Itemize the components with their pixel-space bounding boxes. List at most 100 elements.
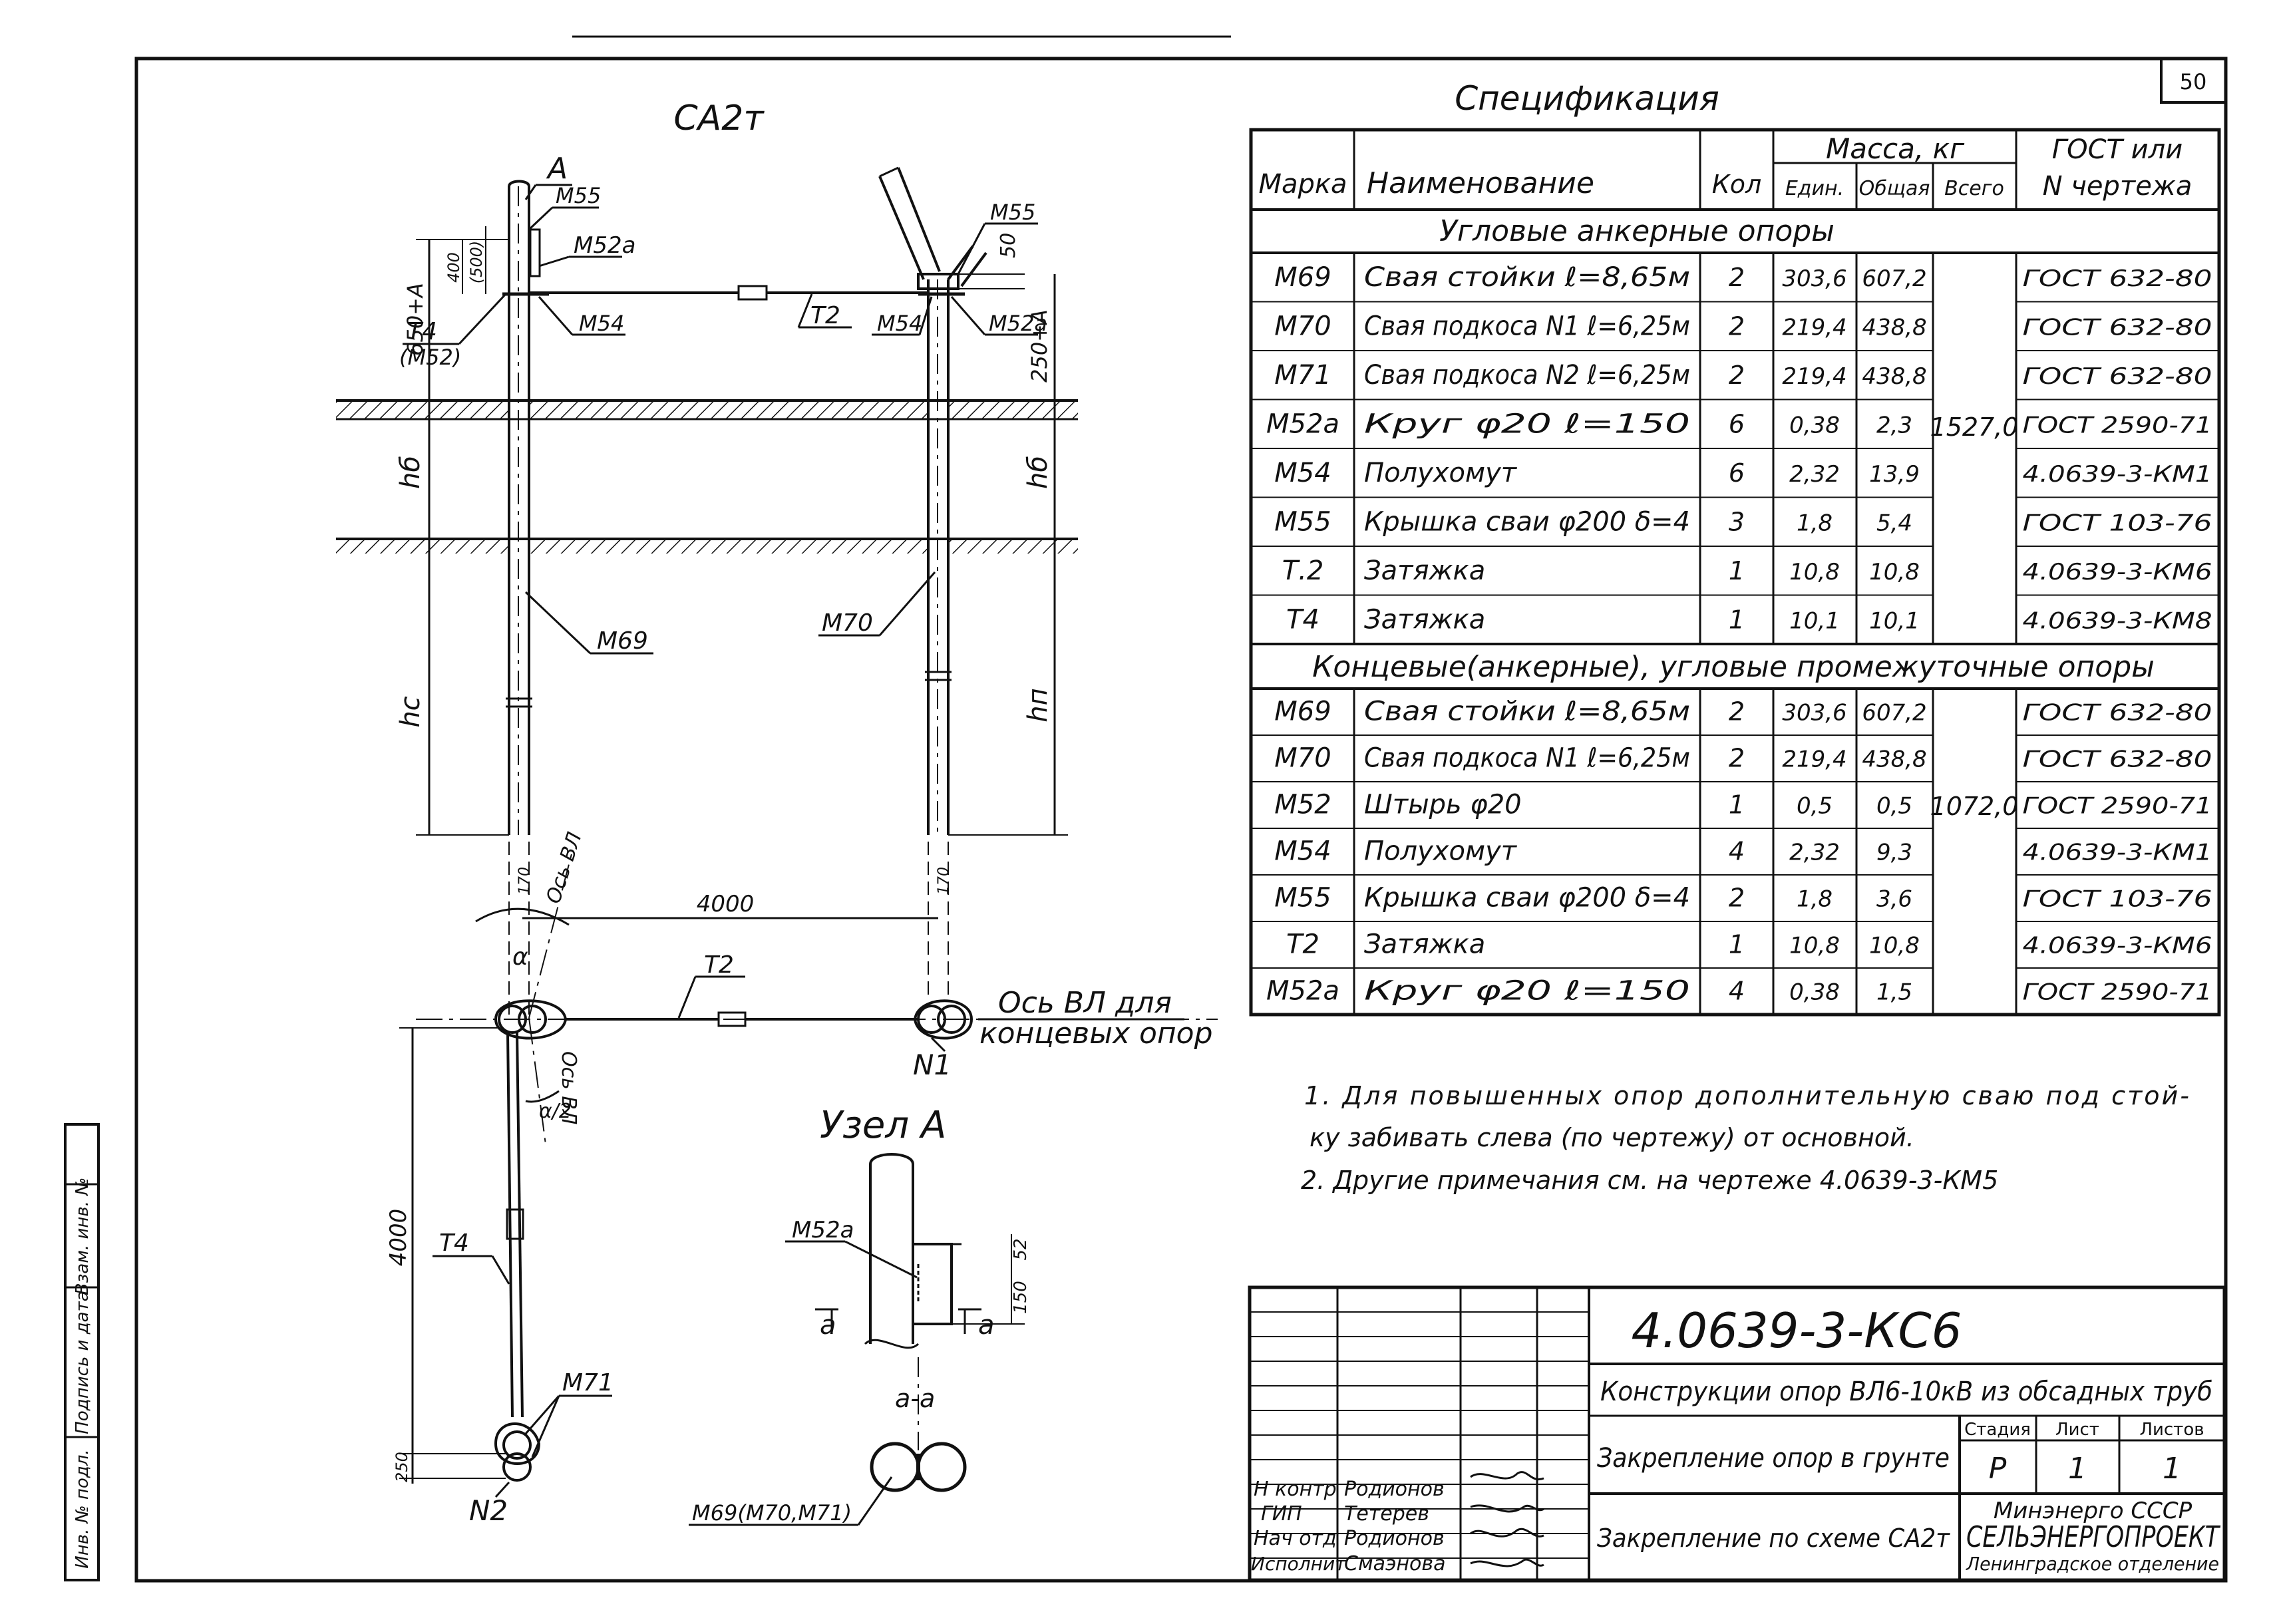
cell-gost: 4.0639-3-КМ8 xyxy=(2023,607,2212,634)
label-T2-elev: Т2 xyxy=(810,302,840,329)
stamp-sign-label: Подпись и дата xyxy=(73,1291,92,1434)
hdr-all: Всего xyxy=(1944,177,2004,200)
cell-total: 13,9 xyxy=(1869,461,1920,488)
node-cut-left: а xyxy=(820,1310,836,1341)
cell-total: 438,8 xyxy=(1862,746,1926,773)
tb-sheets-header: Листов xyxy=(2139,1420,2204,1440)
node-A-detail: Узел А М52а а а 52 150 а-а М69(М70,М71) xyxy=(689,1104,1031,1526)
cell-gost: ГОСТ 103-76 xyxy=(2023,886,2212,913)
dim-400: 400 xyxy=(444,252,463,283)
cell-total: 10,1 xyxy=(1869,607,1920,634)
cell-mark: Т2 xyxy=(1286,929,1319,960)
group-1-sum: 1527,0 xyxy=(1930,412,2019,442)
cell-gost: ГОСТ 632-80 xyxy=(2023,700,2212,727)
label-N1: N1 xyxy=(913,1049,952,1081)
label-M71: М71 xyxy=(562,1369,614,1396)
cell-name: Затяжка xyxy=(1364,929,1485,960)
cell-gost: ГОСТ 2590-71 xyxy=(2023,979,2212,1006)
tb-stage: Р xyxy=(1989,1452,2007,1486)
note-line-3: 2. Другие примечания см. на чертеже 4.06… xyxy=(1301,1166,1998,1195)
cell-gost: 4.0639-3-КМ1 xyxy=(2023,461,2212,488)
dim-hp: hп xyxy=(1023,688,1053,723)
tb-org-1: Минэнерго СССР xyxy=(1994,1498,2192,1524)
cell-name: Свая подкоса N1 ℓ=6,25м xyxy=(1364,743,1690,774)
cell-mark: М54 xyxy=(1274,458,1331,488)
cell-gost: ГОСТ 632-80 xyxy=(2023,363,2212,390)
label-M55-right: М55 xyxy=(990,200,1035,225)
dim-hb-left: hб xyxy=(395,456,426,489)
elevation-drawing: СА2т А М55 М52а М54 Т4 (М52) xyxy=(336,98,1078,836)
cell-qty: 2 xyxy=(1729,744,1745,773)
hdr-qty: Кол xyxy=(1712,170,1762,199)
plan-drawing: 4000 170 170 Ось ВЛ Ось ВЛ α α/2 Т2 Ось … xyxy=(385,830,1218,1527)
cell-total: 607,2 xyxy=(1862,700,1926,727)
cell-total: 3,6 xyxy=(1876,886,1912,913)
cell-qty: 4 xyxy=(1729,977,1745,1006)
cell-unit: 219,4 xyxy=(1782,314,1846,341)
label-alpha: α xyxy=(512,943,528,971)
dim-4000-vertical: 4000 xyxy=(385,1209,412,1267)
cell-unit: 10,8 xyxy=(1789,933,1840,959)
label-N2: N2 xyxy=(469,1494,508,1527)
cell-unit: 0,38 xyxy=(1789,979,1840,1006)
cell-name: Затяжка xyxy=(1364,556,1485,586)
node-label-M69b: М69(М70,М71) xyxy=(692,1500,852,1526)
sheet-frame: 50 xyxy=(134,35,2228,1583)
cell-name: Затяжка xyxy=(1364,604,1485,635)
label-M54-left: М54 xyxy=(579,311,624,336)
cell-mark: М52 xyxy=(1274,790,1331,820)
label-T4-top: Т4 xyxy=(407,318,437,345)
stamp-replace-label: Взам. инв. № xyxy=(73,1178,92,1295)
drawing-title: СА2т xyxy=(673,98,765,138)
node-cut-right: а xyxy=(978,1310,995,1341)
cell-mark: М52а xyxy=(1266,976,1339,1007)
label-M52a-right: М52а xyxy=(989,311,1047,336)
hdr-gost-1: ГОСТ или xyxy=(2052,134,2183,165)
cell-unit: 219,4 xyxy=(1782,363,1846,390)
tb-project: Конструкции опор ВЛ6-10кВ из обсадных тр… xyxy=(1600,1377,2212,1407)
sheet-number: 50 xyxy=(2180,69,2207,94)
cell-unit: 2,32 xyxy=(1789,461,1840,488)
tb-subject: Закрепление опор в грунте xyxy=(1597,1443,1950,1474)
cell-mark: М55 xyxy=(1274,506,1331,537)
label-M70-elev: М70 xyxy=(822,609,873,637)
notes: 1. Для повышенных опор дополнительную св… xyxy=(1301,1081,2189,1195)
dim-250: 250 xyxy=(393,1452,411,1482)
tb-sheet: 1 xyxy=(2068,1452,2087,1486)
cell-gost: 4.0639-3-КМ6 xyxy=(2023,559,2212,585)
dim-170-left: 170 xyxy=(516,867,533,895)
cell-unit: 219,4 xyxy=(1782,746,1846,773)
dim-hb-right: hб xyxy=(1023,456,1053,489)
cell-qty: 3 xyxy=(1729,507,1745,536)
label-M54-right: М54 xyxy=(877,311,922,336)
cell-unit: 303,6 xyxy=(1782,265,1846,292)
tb-sheet-title: Закрепление по схеме СА2т xyxy=(1597,1524,1951,1553)
cell-mark: М54 xyxy=(1274,836,1331,867)
cell-qty: 2 xyxy=(1729,884,1745,913)
dim-500: (500) xyxy=(467,241,486,284)
tb-code: 4.0639-3-КС6 xyxy=(1632,1303,1962,1359)
label-M69-elev: М69 xyxy=(597,627,648,655)
cell-gost: ГОСТ 103-76 xyxy=(2023,510,2212,536)
cell-qty: 1 xyxy=(1729,930,1745,959)
cell-mark: М70 xyxy=(1274,743,1331,774)
tb-org-2: СЕЛЬЭНЕРГОПРОЕКТ xyxy=(1966,1520,2220,1554)
tb-role-3: Нач отд xyxy=(1254,1527,1337,1550)
dim-650A: 650+А xyxy=(403,283,428,356)
label-A: А xyxy=(546,152,568,186)
cell-qty: 6 xyxy=(1729,409,1745,438)
left-post: А М55 М52а М54 Т4 (М52) М69 xyxy=(399,152,653,835)
cell-total: 0,5 xyxy=(1876,793,1912,820)
cell-total: 1,5 xyxy=(1876,979,1912,1006)
spec-title: Спецификация xyxy=(1455,79,1719,118)
specification-table: Спецификация Марка Наименование Кол Масс… xyxy=(1249,79,2221,1017)
tb-role-1: Н контр xyxy=(1254,1478,1337,1501)
cell-qty: 1 xyxy=(1729,790,1745,820)
cell-name: Штырь φ20 xyxy=(1364,790,1522,820)
cell-total: 10,8 xyxy=(1869,559,1920,585)
cell-unit: 10,8 xyxy=(1789,559,1840,585)
